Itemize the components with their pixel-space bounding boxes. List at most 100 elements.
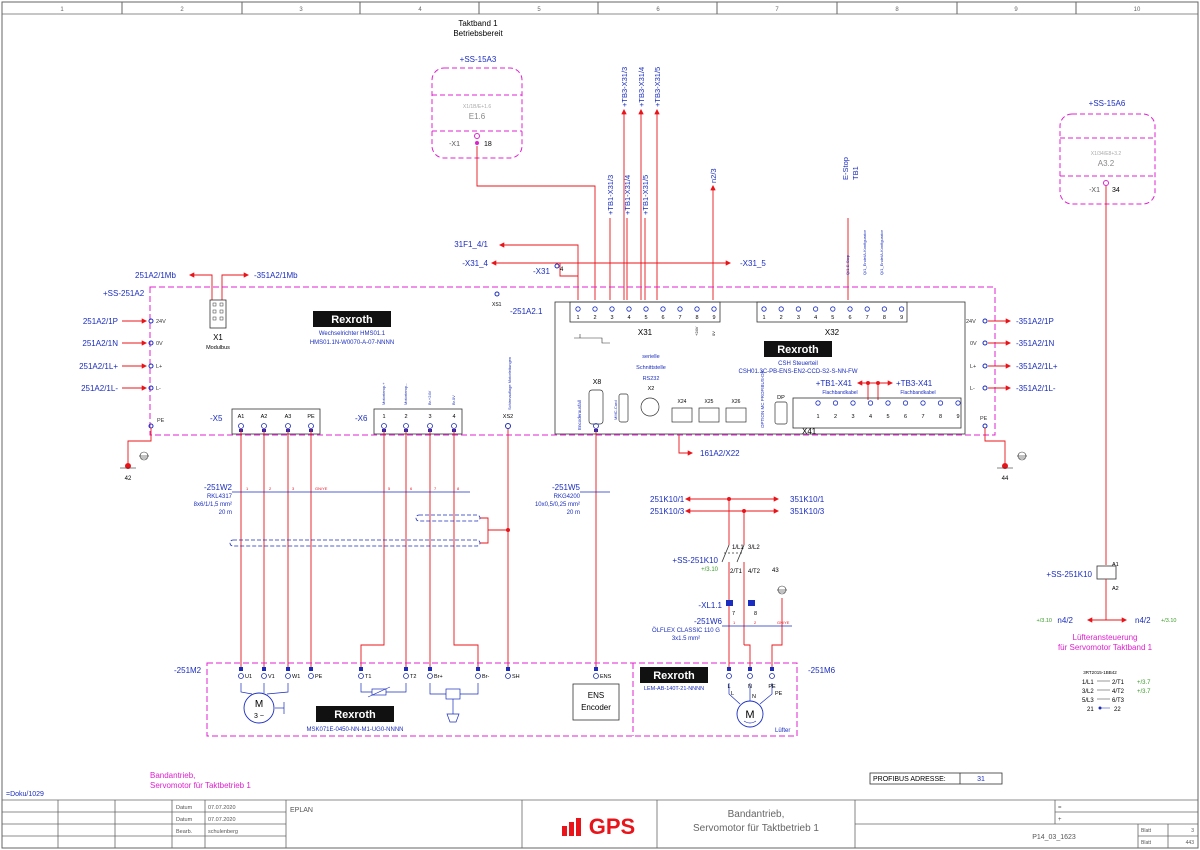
motor-clamp <box>506 667 510 671</box>
x31-circle <box>626 306 632 312</box>
motor-pin-label: Br- <box>482 674 490 680</box>
x32-pin: 1 <box>762 315 765 321</box>
motor-circle <box>403 673 409 679</box>
encoder-pin-label: ENS <box>600 674 612 680</box>
module-ss15a3-pin: 18 <box>484 141 492 148</box>
x41-pin: 5 <box>886 414 889 420</box>
right-pin-0v: 0V <box>970 341 977 347</box>
contactor-coil: A1 +SS-251K10 A2 +/3.10 n4/2 n4/2 +/3.10… <box>1037 562 1177 713</box>
shield-junction <box>506 528 510 532</box>
motor-circle <box>285 673 291 679</box>
signal-tb3-x31-3: +TB3-X31/3 <box>620 67 629 107</box>
module-ss15a3-terminal: -X1 <box>449 141 460 148</box>
x41-circle <box>902 400 909 406</box>
motor-clamp <box>309 667 313 671</box>
motor-pin-label: Br+ <box>434 674 443 680</box>
right-signal-1n: -351A2/1N <box>1016 339 1054 348</box>
csh-geber: Encoderausfall <box>577 400 582 430</box>
left-pin-lm: L- <box>156 386 161 392</box>
x41-circle <box>955 400 961 406</box>
x31-pin: 3 <box>610 315 613 321</box>
xl1-pin-8: 8 <box>754 611 757 617</box>
motor-circle <box>261 673 267 679</box>
fan-unit: -251M6 Rexroth LEM-AB-140T-21-NNNN L N P… <box>640 666 836 734</box>
x32-circle <box>795 306 802 312</box>
cable-w2-core: 1 <box>246 486 249 491</box>
signal-estop: E-Stop <box>841 157 850 180</box>
left-power-wires <box>122 318 148 391</box>
terminal-circle <box>403 423 409 429</box>
n4-left-ref: +/3.10 <box>1037 618 1052 624</box>
xl1-tag: -XL1.1 <box>698 601 722 610</box>
left-signal-1lm: 251A2/1L- <box>81 384 118 393</box>
module-ss15a6-terminal: -X1 <box>1089 187 1100 194</box>
coil-table-r2: 4/T2 <box>1112 689 1125 695</box>
n4-left: n4/2 <box>1057 616 1073 625</box>
x41-pin: 8 <box>939 414 942 420</box>
x32-circle <box>847 306 853 312</box>
cable-w2-core: 3 <box>292 486 295 491</box>
x41-pin: 6 <box>904 414 907 420</box>
column-number: 4 <box>418 7 422 13</box>
x32-pin: 5 <box>831 315 834 321</box>
fan-clamp <box>748 667 752 671</box>
x31-pin: 6 <box>661 315 664 321</box>
contactor-ref: +/3.10 <box>701 567 719 573</box>
cable-w2-core: 6 <box>410 486 413 491</box>
tb-blatt-label-2: Blatt <box>1141 840 1152 846</box>
signal-tb1-x31-4: +TB1-X31/4 <box>623 175 632 215</box>
terminal-x31: -X31 <box>533 267 550 276</box>
module-ss15a6-name: +SS-15A6 <box>1089 99 1126 108</box>
x41-pin: 7 <box>921 414 924 420</box>
cable-w2-name: -251W2 <box>204 483 233 492</box>
x31-circle <box>592 306 598 312</box>
encoder-label-2: Encoder <box>581 703 611 712</box>
csh-label-1: CSH Steuerteil <box>778 361 818 367</box>
x6-pin-1: 1 <box>382 414 385 420</box>
terminal-circle <box>285 423 291 429</box>
x5-pin-a2: A2 <box>261 414 268 420</box>
sheet-subtitle: Betriebsbereit <box>453 29 503 38</box>
csh-tb3-x41: +TB3-X41 <box>896 379 933 388</box>
column-number: 1 <box>60 7 64 13</box>
x32-note-3: Q/1_Ende/A-Konfigurator <box>879 229 884 275</box>
csh-label-2: CSH01.3C-PB-ENS-EN2-CCD-S2-S-NN-FW <box>738 369 857 375</box>
drive-brand: Rexroth <box>331 314 373 326</box>
contactor-top-2: 3/L2 <box>748 545 760 551</box>
csh-x41-label: X41 <box>802 427 817 436</box>
csh-option: OPTION MC PROFIBUS-DP <box>760 370 765 428</box>
motor-circle <box>505 673 511 679</box>
fan-circle <box>769 673 775 679</box>
left-signal-1p: 251A2/1P <box>83 317 118 326</box>
motor-pin-label: T2 <box>410 674 416 680</box>
column-number: 8 <box>895 7 899 13</box>
drive-type-1: Wechselrichter HMS01.1 <box>319 331 386 337</box>
xs2-tag: XS2 <box>503 414 513 420</box>
column-number: 10 <box>1134 7 1141 13</box>
encoder-circle <box>593 673 599 679</box>
csh-dp: DP <box>777 395 785 401</box>
ground-left: 42 <box>120 451 149 482</box>
x6-head-3: Br.+24V <box>427 390 432 405</box>
column-number: 3 <box>299 7 303 13</box>
terminal-circle <box>593 423 599 429</box>
motor-circle <box>475 673 481 679</box>
x32-circle <box>761 306 767 312</box>
motor-pin-label: PE <box>315 674 323 680</box>
signal-31f1: 31F1_4/1 <box>454 240 488 249</box>
modulbus: 251A2/1Mb -351A2/1Mb X1 Modulbus <box>135 271 298 351</box>
motor-clamp <box>404 667 408 671</box>
motor-pin-label: V1 <box>268 674 275 680</box>
x32-circle <box>778 306 784 312</box>
motor-pin-label: U1 <box>245 674 252 680</box>
column-number: 9 <box>1014 7 1018 13</box>
x31-circle <box>609 306 615 312</box>
coil-table-ref1: +/3.7 <box>1137 680 1151 686</box>
fan-tag: -251M6 <box>808 666 836 675</box>
motor-symbol-sub: 3 ~ <box>254 713 264 720</box>
x41-pin: 2 <box>834 414 837 420</box>
left-signal-1n: 251A2/1N <box>82 339 118 348</box>
coil-table-r3: 6/T3 <box>1112 698 1125 704</box>
doku-ref: =Doku/1029 <box>6 791 44 798</box>
